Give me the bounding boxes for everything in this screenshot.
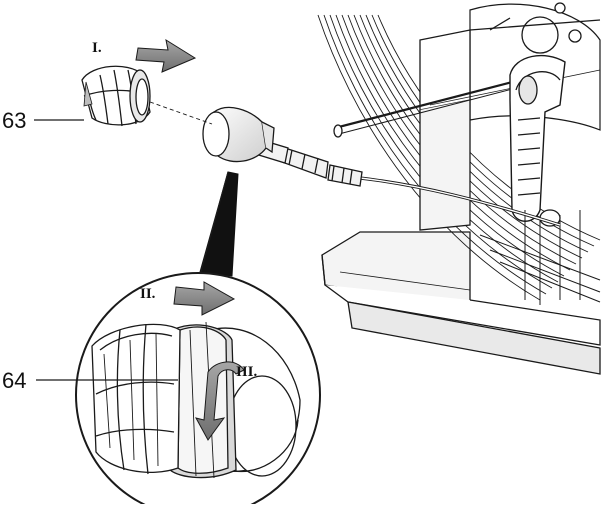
right-arrow-icon xyxy=(173,281,236,316)
step-label-1: I. xyxy=(92,40,102,56)
cable-assembly xyxy=(149,101,561,227)
zoom-callout xyxy=(75,171,321,509)
zoom-pointer xyxy=(199,171,239,277)
step-label-3: III. xyxy=(236,364,258,380)
callout-63: 63 xyxy=(2,108,26,133)
zoom-cage xyxy=(91,323,181,475)
part-63-cage xyxy=(81,65,151,127)
callout-64: 64 xyxy=(2,368,26,393)
push-arrow-step-1 xyxy=(135,38,197,73)
cable-reel xyxy=(317,2,601,375)
reel-base xyxy=(321,231,601,375)
reel-handle xyxy=(509,54,566,227)
right-arrow-icon xyxy=(135,38,197,73)
reel-cage xyxy=(479,210,601,305)
reel-frame xyxy=(333,19,601,231)
curved-down-arrow-icon xyxy=(195,361,245,441)
step-label-2: II. xyxy=(140,286,156,302)
